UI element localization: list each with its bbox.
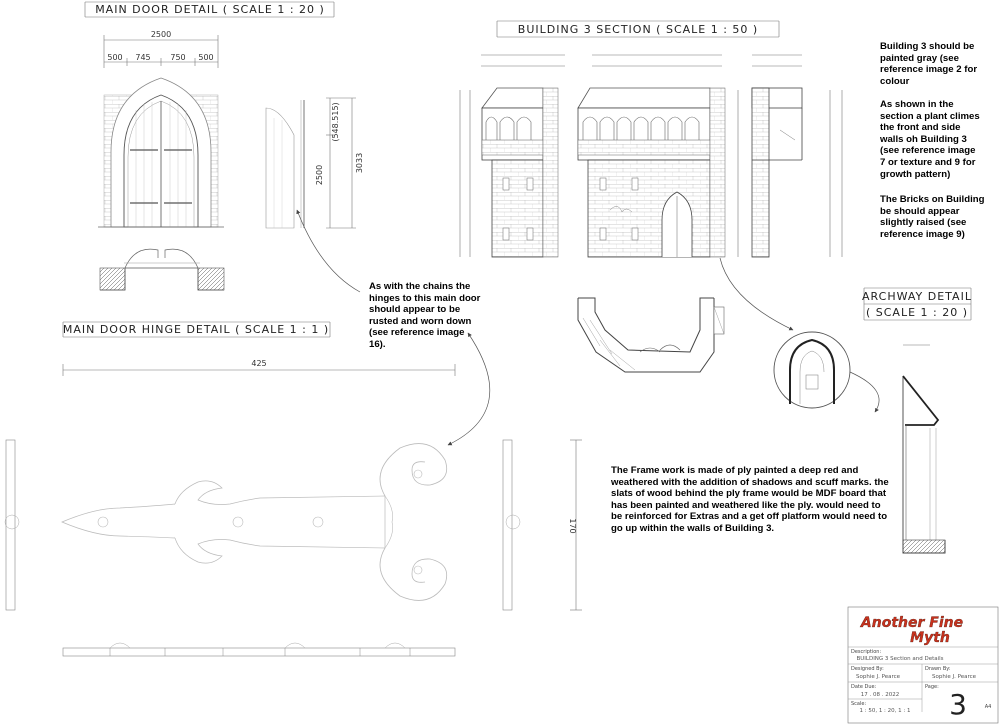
tb-drawn-value: Sophie J. Pearce (932, 674, 977, 680)
building-section-detail: BUILDING 3 SECTION ( SCALE 1 : 50 ) (459, 20, 851, 409)
tb-sheet-size: A4 (985, 704, 992, 710)
note-hinges: As with the chains the hinges to this ma… (369, 281, 481, 350)
main-door-title: MAIN DOOR DETAIL ( SCALE 1 : 20 ) (95, 3, 325, 16)
tb-drawn-label: Drawn By: (925, 666, 951, 672)
tb-date-label: Date Due: (851, 684, 877, 690)
tb-date-value: 17 . 08 . 2022 (861, 692, 899, 698)
door-segment-2: 745 (135, 53, 150, 62)
tb-designed-value: Sophie J. Pearce (856, 674, 901, 680)
tb-scale-label: Scale: (851, 701, 866, 707)
tb-designed-label: Designed By: (851, 666, 884, 672)
tb-scale-value: 1 : 50, 1 : 20, 1 : 1 (859, 708, 910, 714)
door-segment-4: 500 (198, 53, 213, 62)
main-door-detail: MAIN DOOR DETAIL ( SCALE 1 : 20 ) 2500 5… (84, 1, 364, 291)
hinge-detail: MAIN DOOR HINGE DETAIL ( SCALE 1 : 1 ) 4… (4, 321, 582, 657)
door-segment-3: 750 (170, 53, 185, 62)
note-bricks: The Bricks on Building be should appear … (880, 194, 985, 240)
archway-title: ARCHWAY DETAIL (862, 290, 972, 303)
tb-page-value: 3 (949, 688, 967, 721)
door-overall-height: 3033 (355, 153, 364, 173)
note-paint: Building 3 should be painted gray (see r… (880, 41, 978, 87)
hinge-length: 425 (251, 359, 266, 368)
archway-scale: ( SCALE 1 : 20 ) (866, 306, 968, 319)
logo-line2: Myth (910, 630, 950, 646)
note-plant: As shown in the section a plant climes t… (880, 99, 980, 180)
door-segment-1: 500 (107, 53, 122, 62)
door-total-width: 2500 (151, 30, 171, 39)
title-block: Another Fine Myth Description: BUILDING … (847, 606, 999, 724)
hinge-height: 170 (568, 518, 577, 533)
archway-detail: ARCHWAY DETAIL ( SCALE 1 : 20 ) (862, 287, 972, 554)
tb-page-label: Page: (925, 684, 939, 690)
building-section-title: BUILDING 3 SECTION ( SCALE 1 : 50 ) (518, 23, 758, 36)
logo-line1: Another Fine (860, 615, 963, 631)
note-frame: The Frame work is made of ply painted a … (611, 465, 889, 534)
tb-description-label: Description: (851, 649, 881, 655)
hinge-title: MAIN DOOR HINGE DETAIL ( SCALE 1 : 1 ) (63, 323, 329, 336)
tb-description-value: BUILDING 3 Section and Details (856, 656, 943, 662)
door-arch-height: (548.515) (331, 102, 340, 141)
door-height: 2500 (315, 165, 324, 185)
